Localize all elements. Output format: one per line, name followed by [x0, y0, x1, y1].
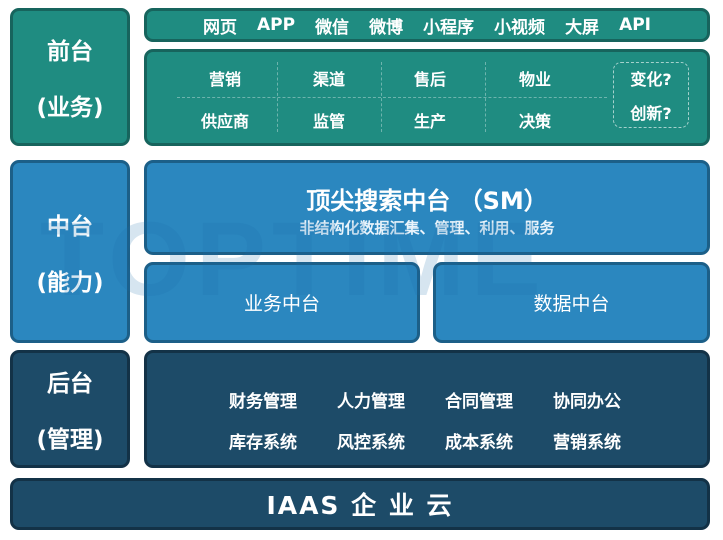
channel-item: 微信 [315, 17, 350, 38]
middle-label-subtitle: (能力) [36, 269, 104, 296]
business-item: 监管 [312, 112, 346, 131]
channel-item: API [619, 15, 652, 35]
business-item: 物业 [518, 70, 552, 89]
business-platform-label: 业务中台 [243, 293, 320, 315]
search-platform-subtitle: 非结构化数据汇集、管理、利用、服务 [299, 219, 555, 237]
front-label-title: 前台 [47, 39, 93, 65]
iaas-bar: IAAS 企 业 云 [10, 478, 710, 530]
systems-panel: 财务管理 人力管理 合同管理 协同办公 库存系统 风控系统 成本系统 营销系统 [144, 350, 710, 468]
channel-item: 微博 [369, 17, 404, 38]
back-label-box: 后台 (管理) [10, 350, 130, 468]
business-item: 售后 [413, 70, 447, 89]
innovation-text: 创新? [630, 104, 672, 123]
back-label-subtitle: (管理) [36, 427, 104, 453]
data-platform-label: 数据中台 [533, 293, 610, 315]
data-platform-box: 数据中台 [433, 262, 710, 343]
business-panel: 营销 渠道 售后 物业 供应商 监管 生产 决策 变化? 创新? [144, 49, 710, 146]
channel-item: APP [256, 15, 296, 35]
middle-label-title: 中台 [47, 213, 93, 240]
business-divider [485, 62, 486, 132]
front-label-box: 前台 (业务) [10, 8, 130, 146]
channel-item: 小程序 [423, 17, 475, 38]
channel-item: 大屏 [565, 17, 600, 38]
business-divider [177, 97, 607, 98]
front-label-subtitle: (业务) [36, 95, 104, 121]
channel-item: 小视频 [494, 17, 546, 38]
iaas-label: IAAS 企 业 云 [266, 491, 454, 520]
system-item: 库存系统 [229, 433, 297, 453]
business-item: 渠道 [312, 70, 346, 89]
system-item: 合同管理 [445, 392, 513, 412]
system-item: 营销系统 [553, 433, 621, 453]
business-item: 生产 [413, 112, 447, 131]
middle-label-box: 中台 (能力) [10, 160, 130, 343]
system-item: 财务管理 [229, 392, 297, 412]
system-item: 协同办公 [553, 392, 621, 412]
business-divider [381, 62, 382, 132]
change-text: 变化? [630, 70, 672, 89]
system-item: 人力管理 [337, 392, 405, 412]
business-divider [277, 62, 278, 132]
channel-bar: 网页 APP 微信 微博 小程序 小视频 大屏 API [144, 8, 710, 42]
system-item: 成本系统 [445, 433, 513, 453]
search-platform-box: 顶尖搜索中台 （SM） 非结构化数据汇集、管理、利用、服务 [144, 160, 710, 255]
back-label-title: 后台 [47, 371, 93, 397]
business-item: 营销 [208, 70, 242, 89]
business-item: 供应商 [200, 112, 250, 131]
system-item: 风控系统 [337, 433, 405, 453]
change-innovation-box: 变化? 创新? [613, 62, 689, 128]
business-platform-box: 业务中台 [144, 262, 420, 343]
search-platform-title: 顶尖搜索中台 （SM） [306, 187, 548, 215]
channel-item: 网页 [202, 17, 237, 38]
business-item: 决策 [518, 112, 552, 131]
systems-grid: 财务管理 人力管理 合同管理 协同办公 库存系统 风控系统 成本系统 营销系统 [229, 387, 661, 453]
